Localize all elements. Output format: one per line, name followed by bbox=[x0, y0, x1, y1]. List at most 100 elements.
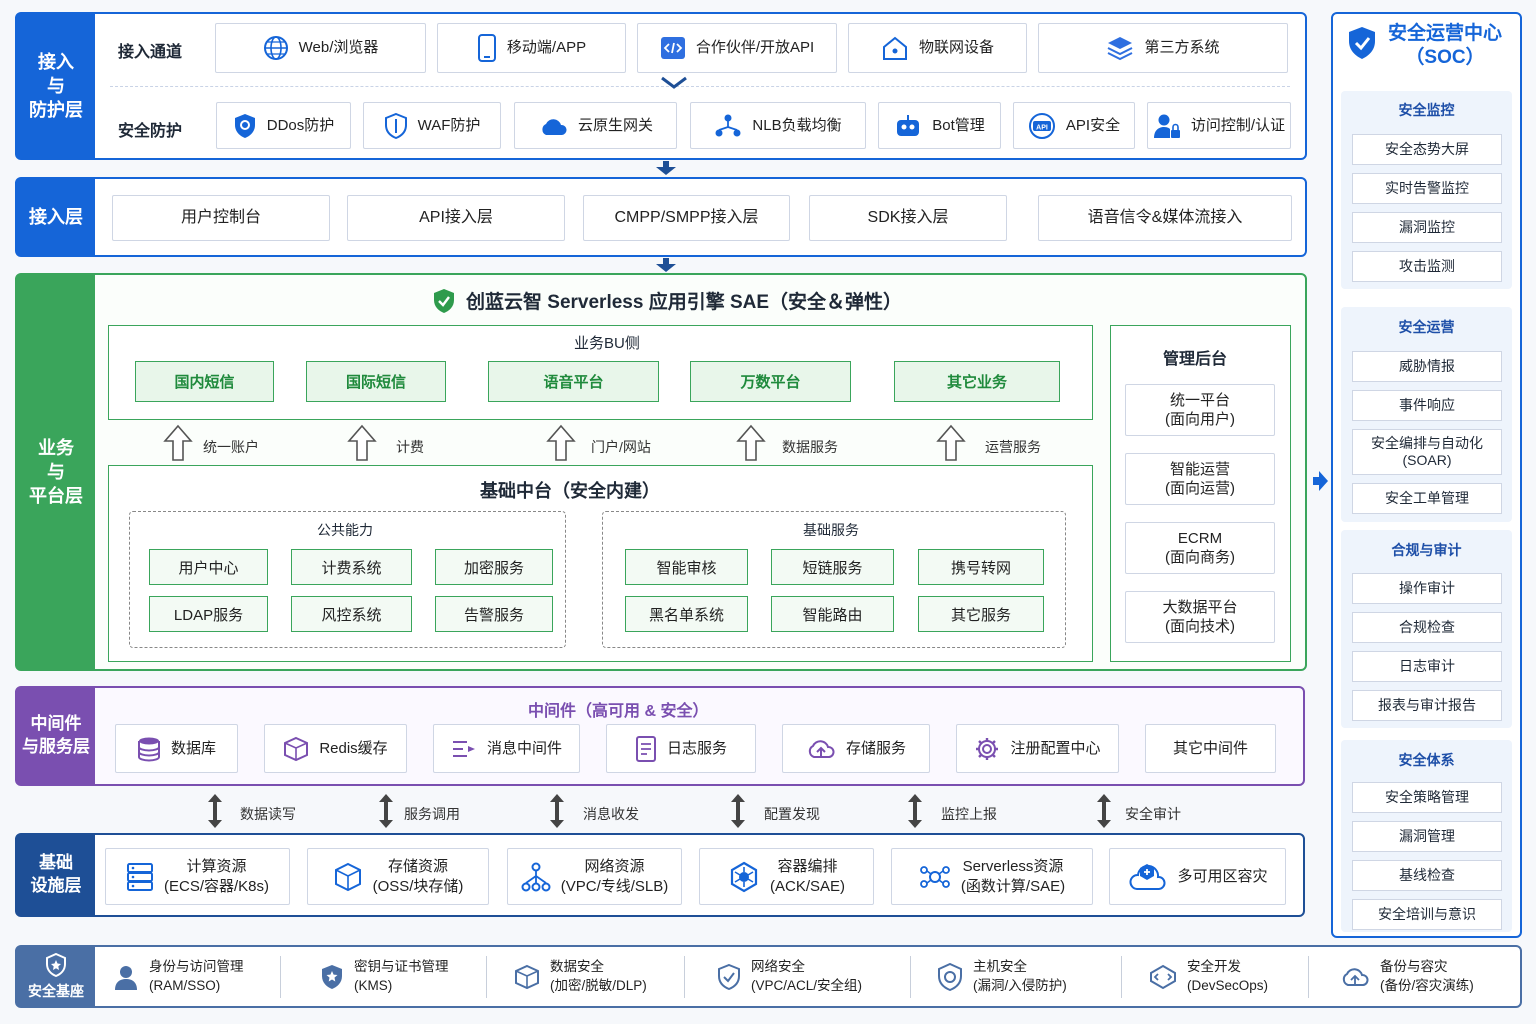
basic-blacklist[interactable]: 黑名单系统 bbox=[625, 596, 748, 632]
soc-section-title: 安全运营 bbox=[1398, 319, 1455, 335]
protection-label: 云原生网关 bbox=[577, 116, 653, 134]
mw-redis[interactable]: Redis缓存 bbox=[264, 724, 407, 773]
foundation-shield-icon bbox=[45, 952, 67, 982]
channel-third-party[interactable]: 第三方系统 bbox=[1038, 23, 1288, 73]
soc-item[interactable]: 报表与审计报告 bbox=[1352, 690, 1502, 721]
infra-network[interactable]: 网络资源 (VPC/专线/SLB) bbox=[507, 848, 682, 905]
soc-item[interactable]: 安全工单管理 bbox=[1352, 483, 1502, 514]
infra-storage[interactable]: 存储资源 (OSS/块存储) bbox=[307, 848, 489, 905]
soc-item[interactable]: 攻击监测 bbox=[1352, 251, 1502, 282]
mw-mq[interactable]: 消息中间件 bbox=[433, 724, 580, 773]
ingress-voice[interactable]: 语音信令&媒体流接入 bbox=[1038, 195, 1292, 241]
divider bbox=[684, 956, 685, 998]
arrow-label-billing: 计费 bbox=[396, 439, 424, 455]
foundation-iam[interactable]: 身份与访问管理 (RAM/SSO) bbox=[113, 950, 244, 1004]
soc-item[interactable]: 安全编排与自动化 (SOAR) bbox=[1352, 429, 1502, 475]
public-ldap[interactable]: LDAP服务 bbox=[149, 596, 268, 632]
sae-title-text: 创蓝云智 Serverless 应用引擎 SAE（安全＆弹性） bbox=[466, 292, 903, 313]
foundation-kms[interactable]: 密钥与证书管理 (KMS) bbox=[320, 950, 449, 1004]
channel-partner-api[interactable]: 合作伙伴/开放API bbox=[637, 23, 837, 73]
cloud-backup-icon bbox=[1340, 965, 1370, 989]
channel-iot[interactable]: 物联网设备 bbox=[848, 23, 1027, 73]
robot-icon bbox=[894, 113, 922, 139]
soc-item[interactable]: 漏洞管理 bbox=[1352, 821, 1502, 852]
public-billing[interactable]: 计费系统 bbox=[291, 549, 412, 585]
public-alert[interactable]: 告警服务 bbox=[435, 596, 553, 632]
infra-compute[interactable]: 计算资源 (ECS/容器/K8s) bbox=[105, 848, 290, 905]
mw-arrow-label: 监控上报 bbox=[941, 806, 997, 822]
bu-title: 业务BU侧 bbox=[574, 335, 640, 352]
soc-item[interactable]: 漏洞监控 bbox=[1352, 212, 1502, 243]
infra-label: 存储资源 (OSS/块存储) bbox=[372, 858, 464, 895]
api-icon: API bbox=[1028, 112, 1056, 139]
public-user-center[interactable]: 用户中心 bbox=[149, 549, 268, 585]
public-risk[interactable]: 风控系统 bbox=[291, 596, 412, 632]
mw-storage[interactable]: 存储服务 bbox=[782, 724, 930, 773]
soc-item[interactable]: 实时告警监控 bbox=[1352, 173, 1502, 204]
ingress-console[interactable]: 用户控制台 bbox=[112, 195, 330, 241]
bu-intl-sms[interactable]: 国际短信 bbox=[306, 361, 446, 402]
infra-multi-az[interactable]: 多可用区容灾 bbox=[1109, 848, 1286, 905]
foundation-tab-label: 安全基座 bbox=[28, 982, 84, 999]
up-arrow-icon bbox=[936, 424, 966, 467]
bu-other[interactable]: 其它业务 bbox=[894, 361, 1060, 402]
channel-label: 第三方系统 bbox=[1144, 39, 1220, 57]
protection-ddos[interactable]: DDos防护 bbox=[216, 102, 351, 149]
soc-item[interactable]: 操作审计 bbox=[1352, 573, 1502, 604]
protection-bot[interactable]: Bot管理 bbox=[878, 102, 1001, 149]
bu-domestic-sms[interactable]: 国内短信 bbox=[135, 361, 274, 402]
protection-api-security[interactable]: API API安全 bbox=[1013, 102, 1135, 149]
basic-audit[interactable]: 智能审核 bbox=[625, 549, 748, 585]
mw-label: 注册配置中心 bbox=[1010, 739, 1101, 757]
soc-item[interactable]: 日志审计 bbox=[1352, 651, 1502, 682]
admin-smart-ops[interactable]: 智能运营 (面向运营) bbox=[1125, 453, 1275, 505]
soc-item[interactable]: 威胁情报 bbox=[1352, 351, 1502, 382]
mw-other[interactable]: 其它中间件 bbox=[1145, 724, 1276, 773]
protection-nlb[interactable]: NLB负载均衡 bbox=[690, 102, 866, 149]
bu-voice[interactable]: 语音平台 bbox=[488, 361, 659, 402]
foundation-host-security[interactable]: 主机安全 (漏洞/入侵防护) bbox=[937, 950, 1067, 1004]
mw-registry[interactable]: 注册配置中心 bbox=[956, 724, 1119, 773]
bu-wanshu[interactable]: 万数平台 bbox=[690, 361, 851, 402]
soc-item[interactable]: 合规检查 bbox=[1352, 612, 1502, 643]
protection-waf[interactable]: WAF防护 bbox=[363, 102, 501, 149]
infra-orchestration[interactable]: 容器编排 (ACK/SAE) bbox=[699, 848, 874, 905]
soc-item[interactable]: 安全培训与意识 bbox=[1352, 899, 1502, 930]
divider bbox=[486, 956, 487, 998]
admin-unified[interactable]: 统一平台 (面向用户) bbox=[1125, 384, 1275, 436]
ingress-api[interactable]: API接入层 bbox=[347, 195, 565, 241]
basic-routing[interactable]: 智能路由 bbox=[771, 596, 894, 632]
platform-title: 基础中台（安全内建） bbox=[480, 481, 660, 501]
mw-log[interactable]: 日志服务 bbox=[606, 724, 756, 773]
admin-bigdata[interactable]: 大数据平台 (面向技术) bbox=[1125, 591, 1275, 643]
admin-ecrm[interactable]: ECRM (面向商务) bbox=[1125, 522, 1275, 574]
soc-item[interactable]: 基线检查 bbox=[1352, 860, 1502, 891]
basic-other[interactable]: 其它服务 bbox=[918, 596, 1044, 632]
soc-item[interactable]: 事件响应 bbox=[1352, 390, 1502, 421]
foundation-backup[interactable]: 备份与容灾 (备份/容灾演练) bbox=[1340, 950, 1474, 1004]
soc-item[interactable]: 安全策略管理 bbox=[1352, 782, 1502, 813]
foundation-devsecops[interactable]: 安全开发 (DevSecOps) bbox=[1149, 950, 1268, 1004]
mw-database[interactable]: 数据库 bbox=[115, 724, 238, 773]
user-icon bbox=[113, 964, 139, 990]
ingress-sdk[interactable]: SDK接入层 bbox=[809, 195, 1007, 241]
chevron-down-icon bbox=[660, 76, 688, 95]
double-arrow-icon bbox=[377, 793, 395, 834]
foundation-data-security[interactable]: 数据安全 (加密/脱敏/DLP) bbox=[514, 950, 647, 1004]
basic-mnp[interactable]: 携号转网 bbox=[918, 549, 1044, 585]
channel-mobile[interactable]: 移动端/APP bbox=[437, 23, 626, 73]
foundation-network-security[interactable]: 网络安全 (VPC/ACL/安全组) bbox=[717, 950, 862, 1004]
shield-outline-icon bbox=[937, 963, 963, 991]
protection-gateway[interactable]: 云原生网关 bbox=[514, 102, 677, 149]
basic-shortlink[interactable]: 短链服务 bbox=[771, 549, 894, 585]
soc-section-title: 安全体系 bbox=[1398, 752, 1455, 768]
message-queue-icon bbox=[451, 737, 477, 761]
infra-serverless[interactable]: Serverless资源 (函数计算/SAE) bbox=[891, 848, 1093, 905]
shield-check-icon bbox=[717, 964, 741, 990]
protection-access-control[interactable]: 访问控制/认证 bbox=[1147, 102, 1291, 149]
channel-web[interactable]: Web/浏览器 bbox=[215, 23, 426, 73]
soc-item[interactable]: 安全态势大屏 bbox=[1352, 134, 1502, 165]
public-encryption[interactable]: 加密服务 bbox=[435, 549, 553, 585]
protection-label: Bot管理 bbox=[932, 116, 985, 134]
ingress-cmpp[interactable]: CMPP/SMPP接入层 bbox=[583, 195, 790, 241]
